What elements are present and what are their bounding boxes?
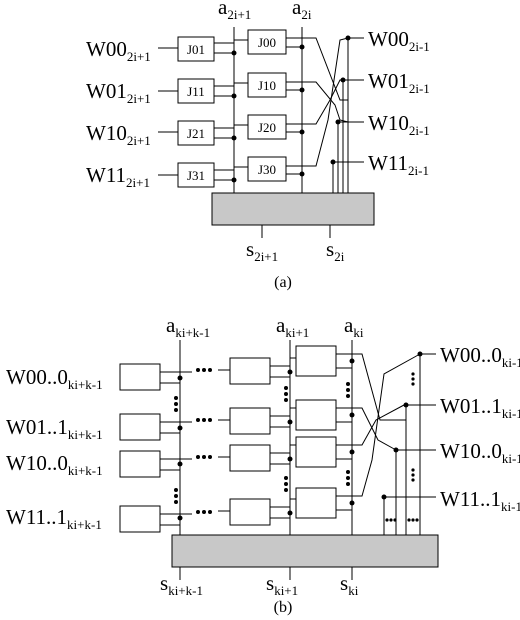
input-label: W012i+1: [86, 79, 151, 106]
input-label: W10..0ki+k-1: [6, 451, 103, 478]
bus-block-a: [211, 192, 375, 226]
block-b-col1: [119, 505, 161, 533]
diagram-a: J01 J11 J21 J31 J00 J10 J20 J30 W002i+1 …: [86, 0, 430, 291]
ellipsis-dots: [196, 368, 419, 522]
block-b-col2: [229, 498, 271, 526]
block-j31: [177, 162, 215, 188]
block-label: J11: [187, 84, 205, 99]
output-label: W00..0ki-1: [440, 343, 520, 370]
caption-b: (b): [274, 599, 293, 616]
input-label: W112i+1: [86, 163, 150, 190]
input-label: W102i+1: [86, 121, 151, 148]
block-label: J00: [258, 35, 276, 50]
block-j21: [177, 120, 215, 146]
block-j01: [177, 36, 215, 62]
block-j30: [247, 156, 287, 182]
bottom-label: s2i+1: [246, 237, 278, 264]
output-label: W012i-1: [368, 69, 430, 96]
block-b-col1: [119, 450, 161, 478]
block-b-col1: [119, 413, 161, 441]
output-label: W11..1ki-1: [440, 487, 520, 514]
block-j20: [247, 114, 287, 140]
block-b-col3: [295, 345, 337, 377]
block-j10: [247, 72, 287, 98]
diagram-b: W00..0ki+k-1 W01..1ki+k-1 W10..0ki+k-1 W…: [6, 313, 520, 616]
bottom-label: ski+1: [266, 571, 298, 598]
block-label: J21: [187, 126, 205, 141]
input-label: W00..0ki+k-1: [6, 365, 103, 392]
block-j00: [247, 29, 287, 55]
output-label: W112i-1: [368, 151, 429, 178]
input-label: W002i+1: [86, 37, 151, 64]
block-b-col1: [119, 363, 161, 391]
input-label: W01..1ki+k-1: [6, 415, 103, 442]
caption-a: (a): [274, 274, 292, 291]
block-b-col2: [229, 407, 271, 435]
block-b-col2: [229, 444, 271, 472]
top-label: a2i: [292, 0, 312, 22]
top-label: aki+1: [276, 313, 309, 340]
ellipsis-dots-vertical: [174, 372, 415, 504]
block-j11: [177, 78, 215, 104]
block-label: J31: [187, 168, 205, 183]
output-label: W10..0ki-1: [440, 439, 520, 466]
bus-block-b: [171, 534, 439, 568]
block-label: J01: [187, 42, 205, 57]
input-label: W11..1ki+k-1: [6, 505, 102, 532]
output-label: W102i-1: [368, 111, 430, 138]
top-label: a2i+1: [218, 0, 251, 22]
bottom-label: ski+k-1: [160, 571, 203, 598]
bottom-label: ski: [340, 571, 359, 598]
top-label: aki+k-1: [166, 313, 210, 340]
block-label: J10: [258, 78, 276, 93]
top-label: aki: [344, 313, 364, 340]
block-label: J20: [258, 120, 276, 135]
block-b-col3: [295, 399, 337, 431]
block-b-col3: [295, 487, 337, 519]
block-b-col2: [229, 357, 271, 385]
output-label: W002i-1: [368, 27, 430, 54]
bottom-label: s2i: [326, 237, 345, 264]
block-b-col3: [295, 436, 337, 468]
block-label: J30: [258, 162, 276, 177]
output-label: W01..1ki-1: [440, 394, 520, 421]
